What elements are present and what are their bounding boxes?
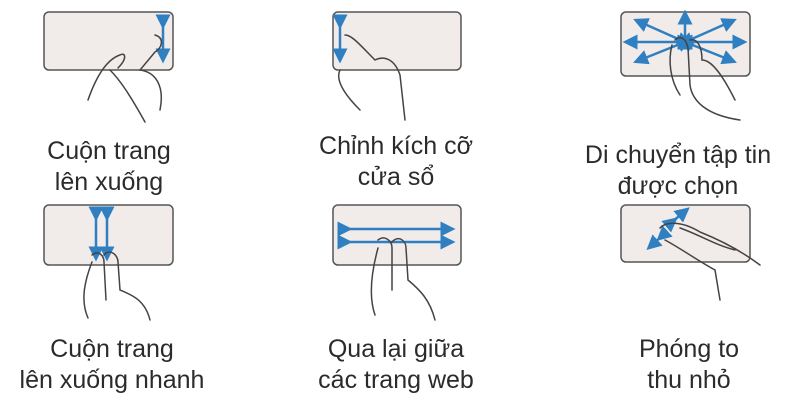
gesture-label-navigate: Qua lại giữa các trang web — [266, 334, 526, 396]
label-line: các trang web — [318, 366, 474, 394]
gesture-label-scroll: Cuộn trang lên xuống — [0, 136, 239, 198]
hand-icon — [370, 237, 436, 321]
label-line: Chỉnh kích cỡ — [319, 132, 473, 160]
gesture-label-resize: Chỉnh kích cỡ cửa sổ — [266, 131, 526, 193]
touchpad-2 — [332, 11, 462, 71]
gesture-label-move: Di chuyển tập tin được chọn — [548, 140, 796, 202]
label-line: được chọn — [617, 172, 739, 200]
label-line: Qua lại giữa — [327, 335, 465, 363]
arrow-icon — [661, 207, 690, 233]
label-line: thu nhỏ — [647, 366, 731, 394]
label-line: Cuộn trang — [50, 335, 174, 363]
label-line: lên xuống — [54, 168, 164, 196]
arrow-icon — [646, 225, 673, 251]
arrow-icon — [675, 32, 737, 65]
touchpad-6 — [620, 204, 751, 263]
touchpad-5 — [332, 204, 462, 266]
gesture-label-fast-scroll: Cuộn trang lên xuống nhanh — [0, 334, 242, 396]
label-line: Di chuyển tập tin — [584, 141, 772, 169]
touchpad-4 — [43, 204, 174, 266]
label-line: lên xuống nhanh — [19, 366, 205, 394]
label-line: Phóng to — [638, 335, 740, 363]
label-line: Cuộn trang — [47, 137, 171, 165]
hand-icon — [87, 34, 163, 123]
touchpad-1 — [43, 11, 174, 71]
hand-icon — [338, 34, 406, 121]
gesture-label-zoom: Phóng to thu nhỏ — [559, 334, 796, 396]
hand-icon — [659, 222, 761, 301]
label-line: cửa sổ — [357, 163, 435, 191]
hand-icon — [669, 36, 741, 121]
hand-icon — [83, 251, 151, 321]
